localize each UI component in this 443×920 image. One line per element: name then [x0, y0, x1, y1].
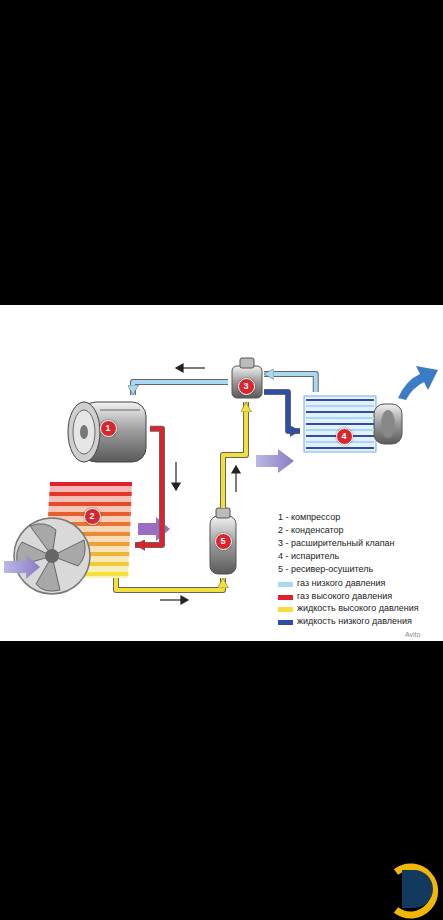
- evaporator-fin: [306, 417, 374, 419]
- evaporator-drawing: [304, 396, 402, 452]
- pipe-outline: [133, 382, 228, 395]
- receiver-drawing: [210, 508, 236, 574]
- refrigerant-pipe: [133, 382, 228, 395]
- air-arrow: [4, 555, 40, 579]
- air-arrow: [138, 517, 170, 541]
- part-key: 1 - компрессор: [278, 512, 340, 523]
- pipe-group: [116, 578, 223, 590]
- condenser-fin: [49, 502, 131, 506]
- pipe-outline: [223, 402, 246, 508]
- evaporator-fin: [306, 411, 374, 413]
- evaporator-fin: [306, 405, 374, 407]
- condenser-fin: [50, 482, 132, 486]
- refrigerant-pipe: [264, 374, 316, 392]
- pipe-outline: [135, 429, 162, 545]
- watermark: Avito: [405, 629, 420, 640]
- callout-number: 1: [100, 420, 117, 437]
- pipe-group: [223, 402, 246, 508]
- callout-number: 2: [84, 508, 101, 525]
- air-arrow: [398, 366, 438, 400]
- part-key: 2 - конденсатор: [278, 525, 344, 536]
- evaporator-fin: [306, 447, 374, 449]
- legend-text: жидкость высокого давления: [297, 603, 419, 614]
- pipe-group: [133, 382, 228, 395]
- evaporator-fin: [306, 423, 374, 425]
- legend-swatch: [278, 607, 293, 612]
- evaporator-fin: [306, 399, 374, 401]
- legend-swatch: [278, 595, 293, 600]
- legend-text: газ высокого давления: [297, 591, 392, 602]
- pipe-group: [264, 392, 300, 431]
- component-box: 2: [40, 478, 135, 578]
- refrigerant-pipe: [264, 392, 300, 431]
- refrigerant-pipe: [135, 429, 162, 545]
- part-key: 4 - испаритель: [278, 551, 339, 562]
- callout-number: 3: [238, 378, 255, 395]
- component-box: 3: [228, 362, 264, 402]
- app-logo: [396, 867, 435, 915]
- pipe-outline: [264, 374, 316, 392]
- flow-arrow: [160, 350, 284, 604]
- component-box: 4: [300, 392, 405, 457]
- pipe-outline: [116, 578, 223, 590]
- component-box: 5: [205, 508, 241, 578]
- legend-swatch: [278, 582, 293, 587]
- callout-number: 5: [215, 533, 232, 550]
- component-box: 1: [65, 395, 150, 470]
- air-arrow: [256, 449, 294, 473]
- part-key: 3 - расширительный клапан: [278, 538, 395, 549]
- pipe-group: [264, 374, 316, 392]
- refrigerant-pipe: [116, 578, 223, 590]
- callout-number: 4: [336, 428, 353, 445]
- pipe-outline: [264, 392, 300, 431]
- refrigerant-pipe: [223, 402, 246, 508]
- legend-text: газ низкого давления: [297, 578, 385, 589]
- legend-swatch: [278, 620, 293, 625]
- valve-drawing: [232, 358, 262, 398]
- legend-text: жидкость низкого давления: [297, 616, 412, 627]
- compressor-drawing: [68, 402, 146, 462]
- part-key: 5 - ресивер-осушитель: [278, 564, 373, 575]
- pipe-group: [135, 429, 162, 545]
- condenser-fin: [49, 492, 131, 496]
- fan-drawing: [14, 518, 90, 594]
